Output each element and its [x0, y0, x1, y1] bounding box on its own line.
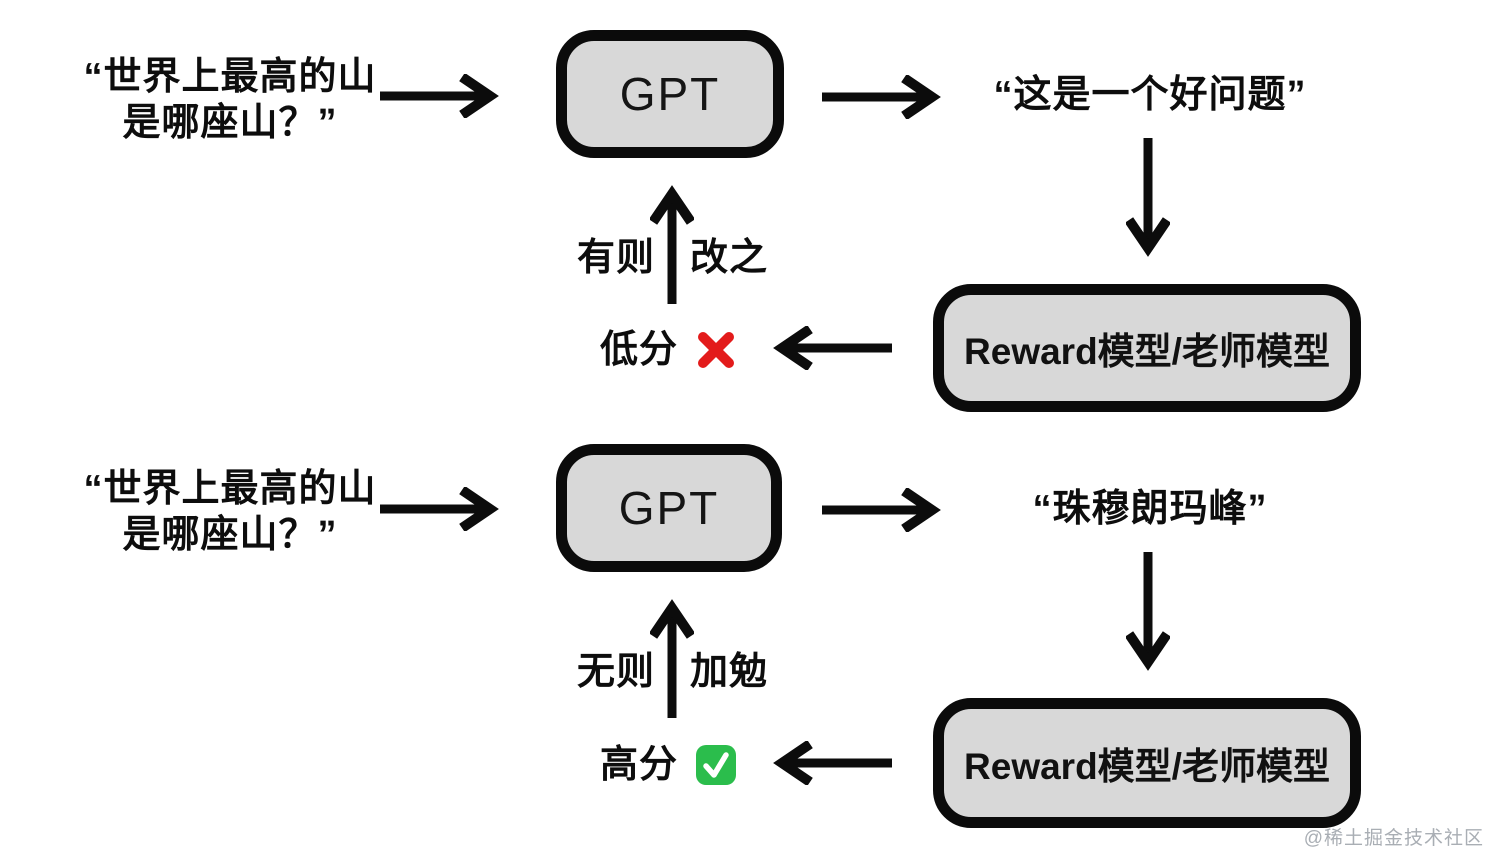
prompt-text-top: “世界上最高的山 是哪座山？”	[70, 54, 390, 147]
prompt-line1: “世界上最高的山	[83, 56, 377, 98]
feedback-right-top: 改之	[690, 237, 769, 279]
arrow-left-icon	[773, 741, 892, 785]
prompt-line2: 是哪座山？”	[122, 102, 338, 145]
feedback-left-bottom: 无则	[576, 651, 655, 693]
score-label: 高分	[600, 744, 679, 786]
response-text-bottom: “珠穆朗玛峰”	[1032, 488, 1268, 530]
arrow-left-icon	[773, 326, 892, 370]
score-row-bottom: 高分	[600, 739, 738, 791]
reward-label: Reward模型/老师模型	[964, 746, 1330, 787]
prompt-line1: “世界上最高的山	[83, 468, 377, 510]
arrow-right-icon	[822, 75, 941, 119]
gpt-box-bottom: GPT	[556, 444, 782, 572]
score-label: 低分	[600, 329, 679, 371]
gpt-box-top: GPT	[556, 30, 784, 158]
prompt-line2: 是哪座山？”	[122, 514, 338, 557]
feedback-right-bottom: 加勉	[690, 651, 769, 693]
reward-box-top: Reward模型/老师模型	[933, 284, 1361, 412]
watermark: @稀土掘金技术社区	[1303, 828, 1484, 849]
reward-box-bottom: Reward模型/老师模型	[933, 698, 1361, 828]
feedback-left-top: 有则	[576, 237, 655, 279]
cross-icon	[698, 332, 735, 368]
reward-label: Reward模型/老师模型	[964, 331, 1330, 372]
gpt-label: GPT	[618, 482, 720, 534]
arrow-right-icon	[822, 488, 941, 532]
prompt-text-bottom: “世界上最高的山 是哪座山？”	[70, 466, 390, 559]
arrow-down-icon	[1126, 138, 1170, 257]
arrow-up-icon	[650, 185, 694, 304]
response-text-top: “这是一个好问题”	[993, 74, 1307, 116]
arrow-up-icon	[650, 599, 694, 718]
score-row-top: 低分	[600, 324, 738, 376]
check-icon	[696, 745, 737, 785]
arrow-right-icon	[380, 487, 499, 531]
gpt-label: GPT	[619, 68, 721, 120]
arrow-down-icon	[1126, 552, 1170, 671]
arrow-right-icon	[380, 74, 499, 118]
